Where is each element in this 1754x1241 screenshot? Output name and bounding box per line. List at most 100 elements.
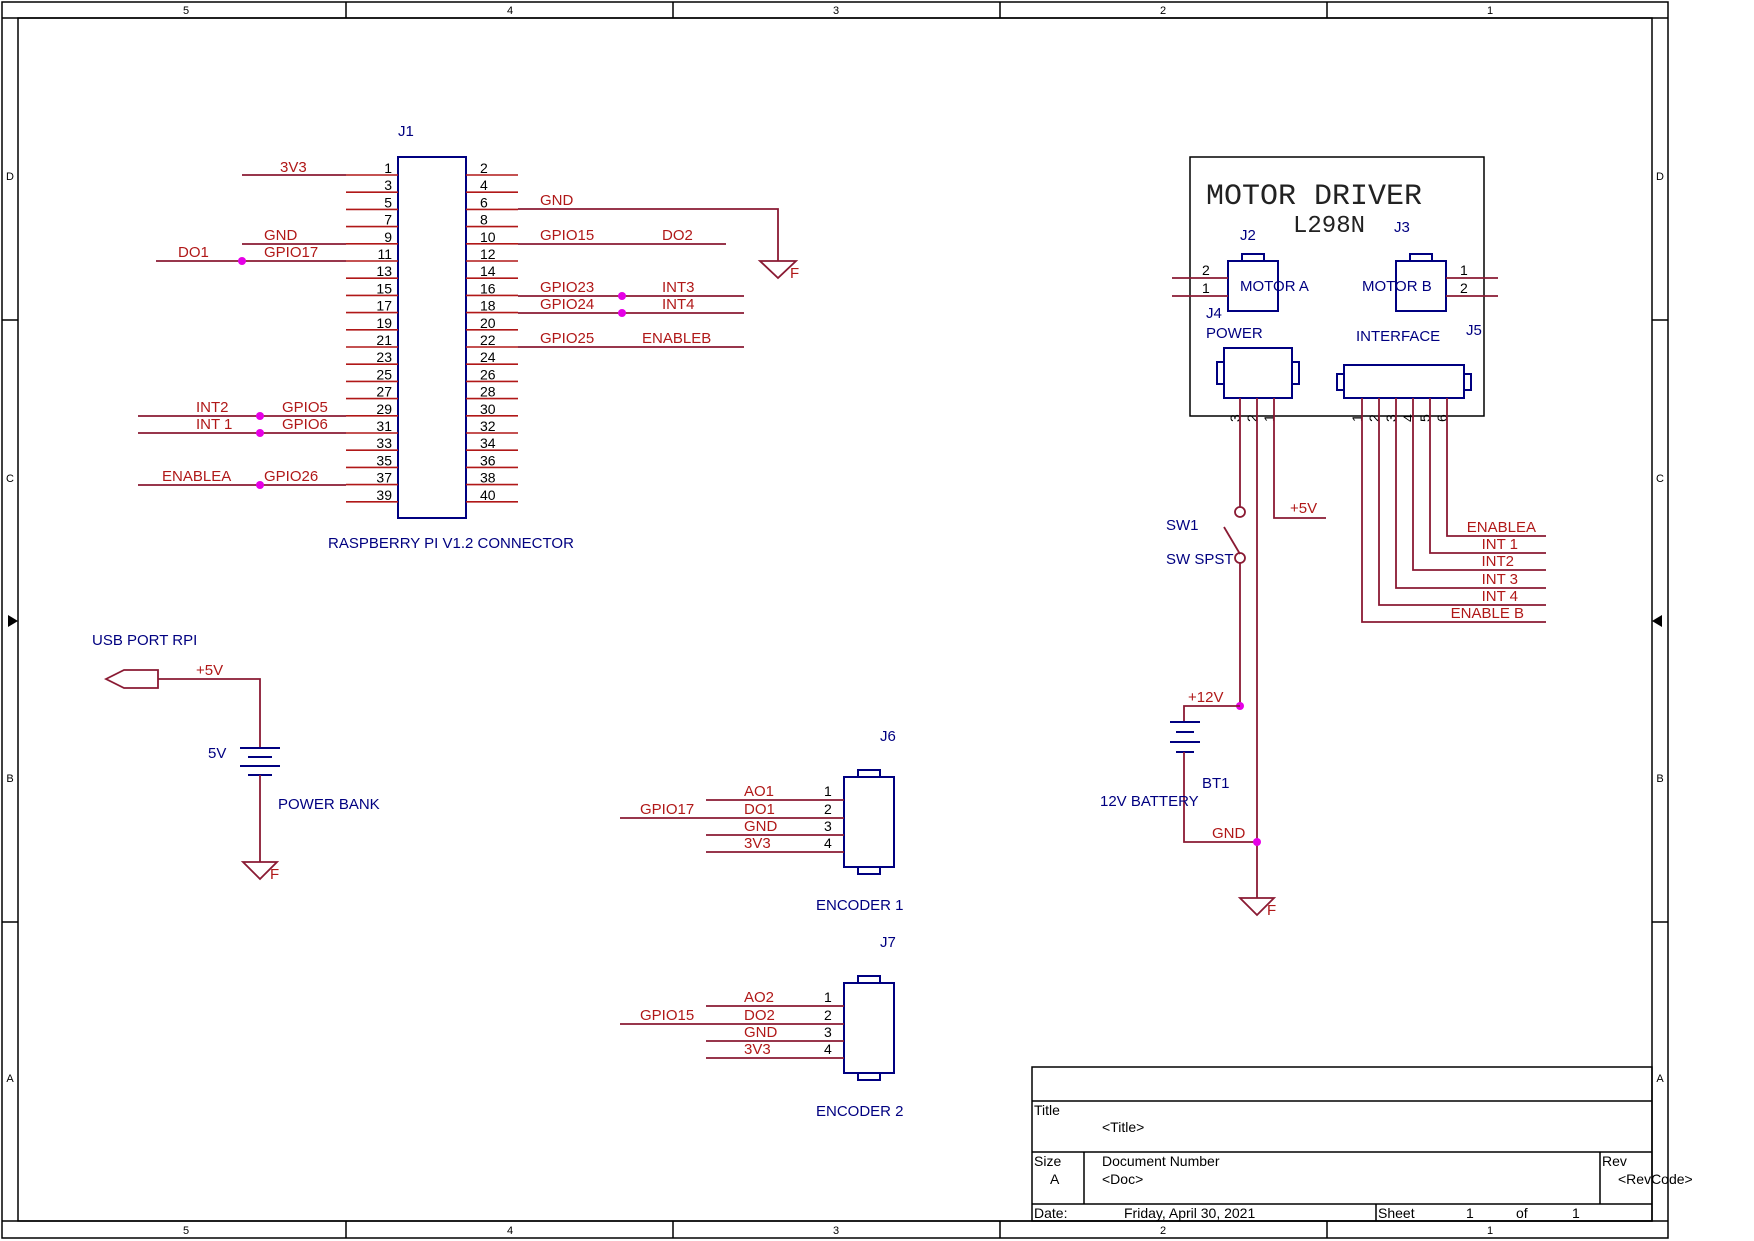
junction-dot <box>618 292 626 300</box>
sheet-total: 1 <box>1572 1205 1580 1221</box>
col-label: 4 <box>507 1225 513 1237</box>
pin-number: 2 <box>1460 280 1468 296</box>
pin-number: 4 <box>480 177 488 193</box>
net-label-5v: +5V <box>1290 500 1317 517</box>
j5-ref: J5 <box>1466 322 1482 339</box>
title-block: Title <Title> Size A Document Number <Do… <box>1031 1066 1693 1222</box>
pin-number: 2 <box>824 1007 832 1023</box>
pin-number: 35 <box>376 452 392 468</box>
junction-dot <box>256 429 264 437</box>
net-label-gpio15: GPIO15 <box>640 1007 694 1024</box>
j6-ref: J6 <box>880 728 896 745</box>
net-label-int3: INT3 <box>662 279 695 296</box>
pin-number: 3 <box>1383 414 1399 422</box>
j2-motor-a[interactable]: J2 2 1 MOTOR A <box>1172 227 1309 312</box>
net-label-gpio26: GPIO26 <box>264 468 318 485</box>
pin-number: 36 <box>480 452 496 468</box>
j4-ref: J4 <box>1206 305 1222 322</box>
rev-value: <RevCode> <box>1618 1171 1693 1187</box>
pin-number: 5 <box>1417 414 1433 422</box>
pin-number: 23 <box>376 349 392 365</box>
rev-label: Rev <box>1602 1153 1627 1169</box>
pin-number: 1 <box>824 989 832 1005</box>
pin-number: 2 <box>1366 414 1382 422</box>
net-label-gpio6: GPIO6 <box>282 416 328 433</box>
power-label: POWER <box>1206 325 1263 342</box>
pin-number: 33 <box>376 435 392 451</box>
net-label-3v3: 3V3 <box>280 159 307 176</box>
pin-number: 5 <box>384 194 392 210</box>
pin-number: 10 <box>480 229 496 245</box>
motor-b-label: MOTOR B <box>1362 278 1432 295</box>
junction-dot <box>1253 838 1261 846</box>
pin-number: 18 <box>480 298 496 314</box>
pin-number: 15 <box>376 280 392 296</box>
pin-number: 3 <box>384 177 392 193</box>
net-label-do1: DO1 <box>744 801 775 818</box>
j3-motor-b[interactable]: J3 1 2 MOTOR B <box>1362 219 1498 312</box>
col-label: 1 <box>1487 1225 1493 1237</box>
net-label-gpio24: GPIO24 <box>540 296 594 313</box>
usb-power-bank[interactable]: USB PORT RPI +5V F 5V POWER BANK <box>92 632 380 883</box>
battery-ref: BT1 <box>1202 775 1230 792</box>
battery-value: 5V <box>208 745 226 762</box>
pin-number: 4 <box>824 835 832 851</box>
motor-driver-module[interactable]: MOTOR DRIVER L298N J2 2 1 MOTOR A J3 1 2… <box>1172 156 1498 422</box>
col-label: 2 <box>1160 5 1166 17</box>
switch-description: SW SPST <box>1166 551 1234 568</box>
row-label: A <box>6 1073 14 1085</box>
svg-text:F: F <box>790 265 799 282</box>
col-label: 5 <box>183 5 189 17</box>
pin-number: 37 <box>376 470 392 486</box>
pin-number: 3 <box>824 1024 832 1040</box>
pin-number: 4 <box>824 1041 832 1057</box>
j1-ref: J1 <box>398 123 414 140</box>
col-label: 5 <box>183 1225 189 1237</box>
size-label: Size <box>1034 1153 1061 1169</box>
row-label: D <box>6 171 14 183</box>
net-label-do2: DO2 <box>744 1007 775 1024</box>
pin-number: 17 <box>376 298 392 314</box>
switch-ref: SW1 <box>1166 517 1199 534</box>
j6-encoder-1[interactable]: J6 GPIO17 AO1 DO1 GND 3V3 1 2 3 4 ENCODE… <box>620 728 904 914</box>
net-label-ao2: AO2 <box>744 989 774 1006</box>
pin-number: 13 <box>376 263 392 279</box>
net-label-5v: +5V <box>196 662 223 679</box>
pin-number: 31 <box>376 418 392 434</box>
battery-description: 12V BATTERY <box>1100 793 1199 810</box>
j2-ref: J2 <box>1240 227 1256 244</box>
j5-interface[interactable]: INTERFACE J5 1 2 3 4 5 6 <box>1336 322 1482 422</box>
j7-encoder-2[interactable]: J7 GPIO15 AO2 DO2 GND 3V3 1 2 3 4 ENCODE… <box>620 934 904 1120</box>
pin-number: 6 <box>1434 414 1450 422</box>
pin-number: 34 <box>480 435 496 451</box>
j1-body <box>397 156 467 519</box>
net-label-enableb: ENABLE B <box>1451 605 1524 622</box>
col-label: 1 <box>1487 5 1493 17</box>
row-label: C <box>6 473 14 485</box>
net-label-gnd: GND <box>744 1024 778 1041</box>
pin-number: 2 <box>1202 262 1210 278</box>
power-wiring: F <box>1170 398 1326 919</box>
j7-ref: J7 <box>880 934 896 951</box>
net-label-enablea: ENABLEA <box>162 468 231 485</box>
junction-dot <box>256 481 264 489</box>
col-label: 3 <box>833 5 839 17</box>
pin-number: 1 <box>1460 262 1468 278</box>
net-label-int4: INT 4 <box>1482 588 1518 605</box>
docnum-label: Document Number <box>1102 1153 1220 1169</box>
date-label: Date: <box>1034 1205 1067 1221</box>
net-label-12v: +12V <box>1188 689 1223 706</box>
net-label-int3: INT 3 <box>1482 571 1518 588</box>
net-label-gnd: GND <box>540 192 574 209</box>
pin-number: 14 <box>480 263 496 279</box>
net-label-gpio25: GPIO25 <box>540 330 594 347</box>
j4-power[interactable]: J4 POWER 3 2 1 <box>1206 305 1300 422</box>
pin-number: 22 <box>480 332 496 348</box>
pin-number: 27 <box>376 384 392 400</box>
pin-number: 16 <box>480 280 496 296</box>
net-label-gpio17: GPIO17 <box>264 244 318 261</box>
date-value: Friday, April 30, 2021 <box>1124 1205 1255 1221</box>
